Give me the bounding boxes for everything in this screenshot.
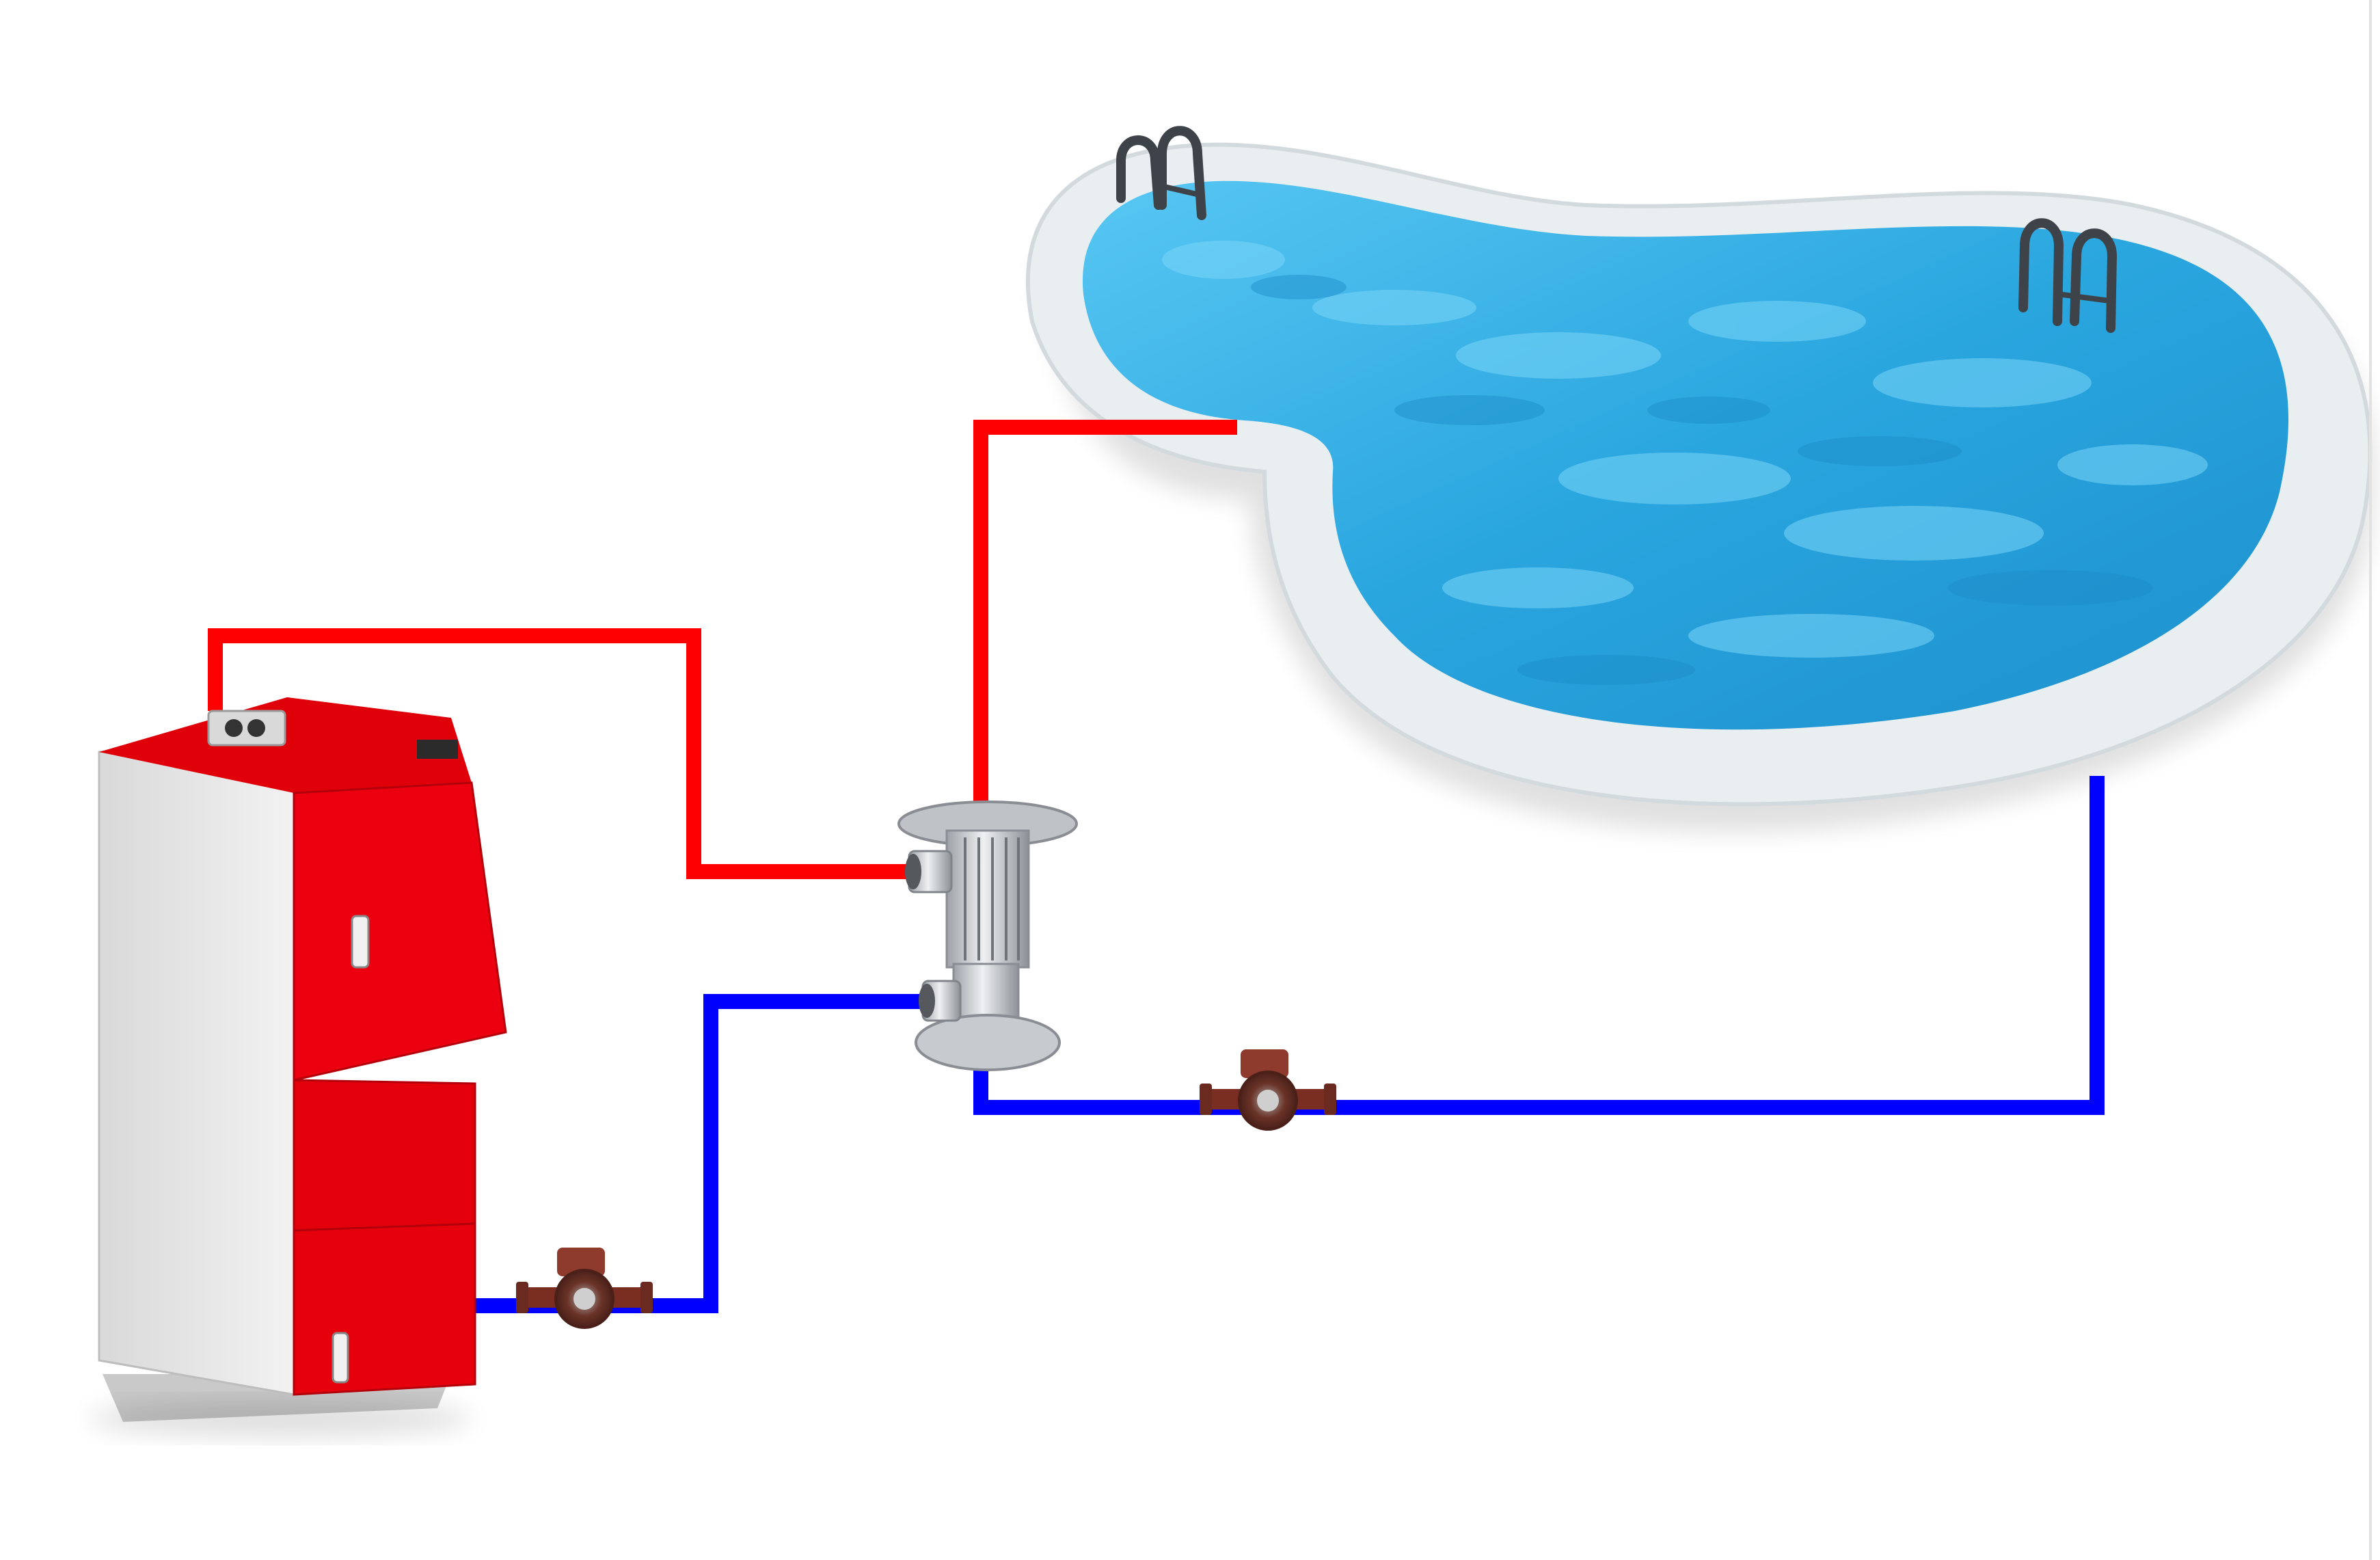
exchanger-tubes xyxy=(964,837,1020,960)
boiler-door-handle-lower xyxy=(332,1332,349,1384)
boiler-gauge-2 xyxy=(247,719,265,737)
right-edge-line xyxy=(2369,0,2372,1560)
boiler-top xyxy=(99,697,472,793)
circulation-pump-pool-loop xyxy=(1200,1049,1336,1131)
boiler-front-lower xyxy=(293,1222,476,1396)
pool-ladder-right xyxy=(2018,218,2118,333)
boiler-front-upper xyxy=(293,781,507,1081)
pipe-boiler-supply xyxy=(208,628,909,879)
heat-exchanger xyxy=(897,801,1078,1071)
pool-ladder-left xyxy=(1116,126,1206,220)
circulation-pump-boiler-loop xyxy=(516,1248,653,1329)
boiler-shadow xyxy=(89,1399,472,1438)
exchanger-inlet-opening xyxy=(905,854,921,889)
pipe-pool-supply xyxy=(973,420,1237,813)
exchanger-outlet-opening xyxy=(919,984,935,1018)
boiler-display xyxy=(417,740,458,759)
boiler-gauge-1 xyxy=(225,719,243,737)
pool-ripples xyxy=(1162,241,2208,658)
boiler-door-handle-upper xyxy=(351,915,370,969)
pool-ripples-dark xyxy=(1251,275,2153,685)
pipe-pool-return xyxy=(973,776,2105,1115)
pipe-boiler-return xyxy=(472,994,923,1313)
exchanger-shell xyxy=(945,829,1030,969)
boiler-side-panel xyxy=(98,734,295,1396)
boiler-front-middle xyxy=(293,1079,476,1232)
solid-fuel-boiler xyxy=(89,697,507,1438)
boiler-control-panel xyxy=(207,710,286,747)
exchanger-bottom-flange xyxy=(915,1014,1061,1071)
swimming-pool xyxy=(1025,126,2375,832)
